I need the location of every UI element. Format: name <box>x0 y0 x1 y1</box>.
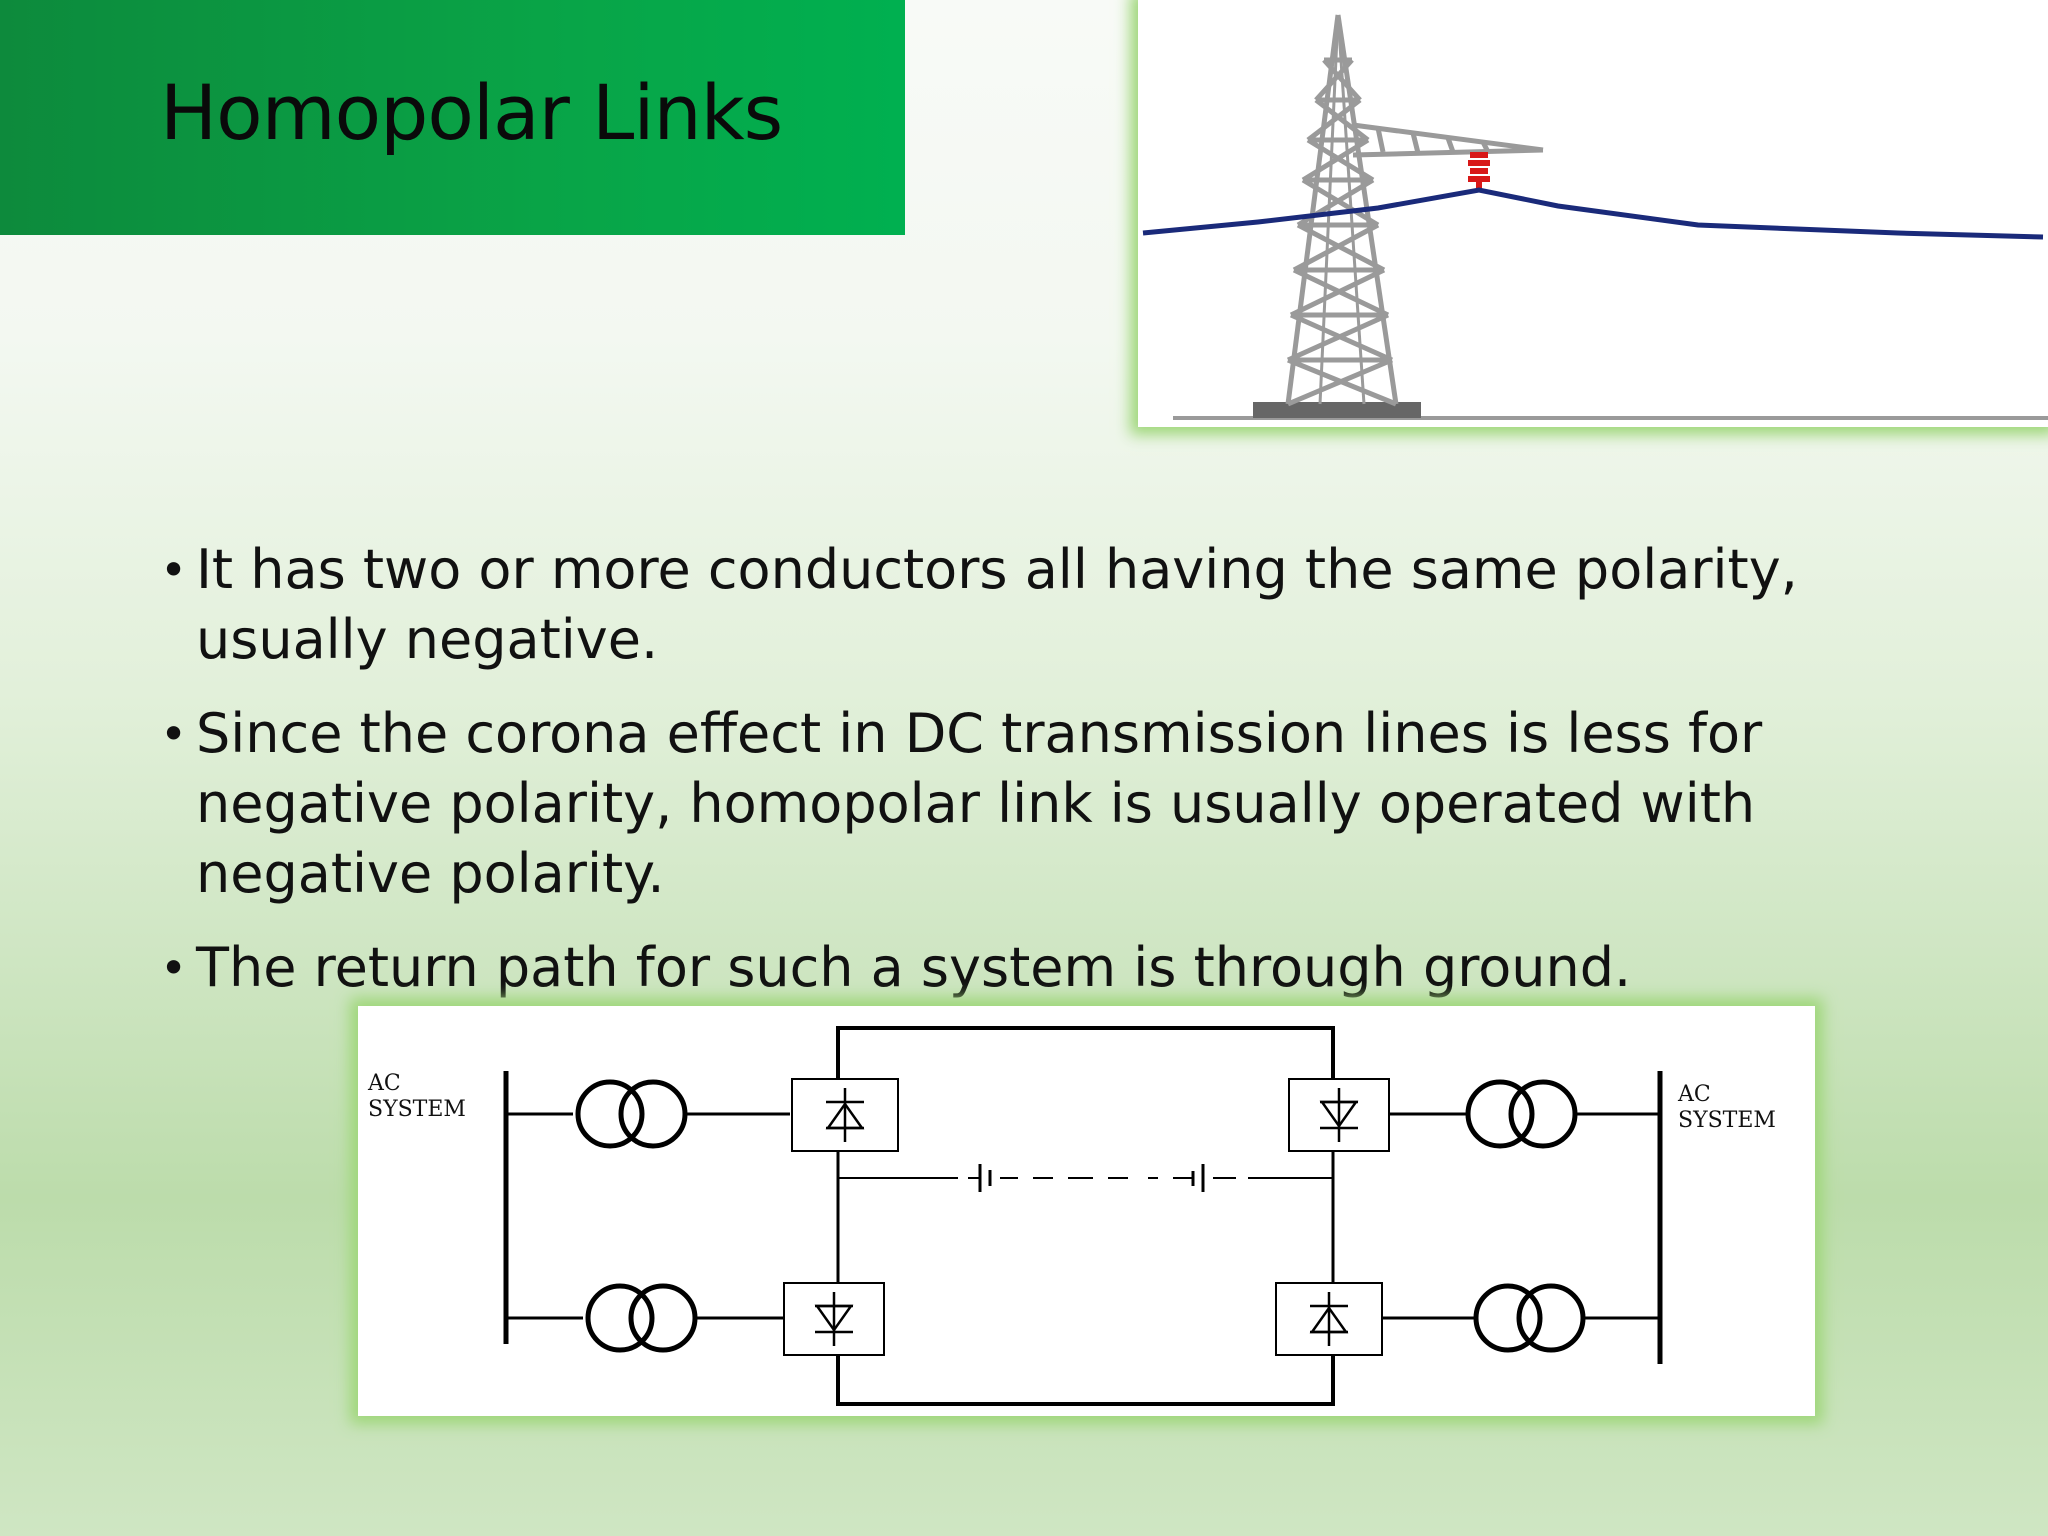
bullet-dot-icon: • <box>160 707 188 761</box>
left-ac-label-line2: SYSTEM <box>368 1097 466 1122</box>
bullet-text: Since the corona effect in DC transmissi… <box>196 702 1763 905</box>
bullet-dot-icon: • <box>160 543 188 597</box>
transmission-tower-image <box>1138 0 2048 427</box>
bullet-dot-icon: • <box>160 941 188 995</box>
bullet-text: It has two or more conductors all having… <box>196 538 1798 671</box>
slide-title: Homopolar Links <box>160 68 783 157</box>
bullet-item: • The return path for such a system is t… <box>160 933 1980 1003</box>
right-ac-label-line2: SYSTEM <box>1678 1108 1776 1133</box>
bullet-item: • Since the corona effect in DC transmis… <box>160 699 1980 909</box>
bullet-text: The return path for such a system is thr… <box>196 936 1632 999</box>
tower-illustration <box>1142 14 2048 420</box>
bullet-list: • It has two or more conductors all havi… <box>160 535 1980 1027</box>
circuit-diagram-image: AC SYSTEM AC SYSTEM <box>358 1006 1815 1416</box>
left-ac-label-line1: AC <box>367 1071 401 1096</box>
right-ac-label-line1: AC <box>1677 1082 1711 1107</box>
insulator-icon <box>1468 152 1490 190</box>
circuit-diagram: AC SYSTEM AC SYSTEM <box>367 1026 1776 1406</box>
bullet-item: • It has two or more conductors all havi… <box>160 535 1980 675</box>
title-bar: Homopolar Links <box>0 0 905 235</box>
